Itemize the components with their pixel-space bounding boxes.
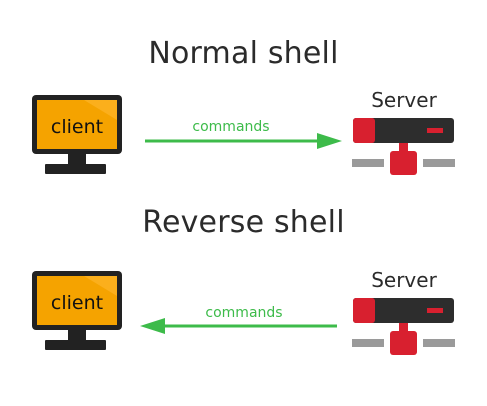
- normal-shell-title: Normal shell: [148, 36, 339, 71]
- server-hub: [390, 331, 417, 355]
- server-red-panel: [353, 118, 375, 143]
- commands-arrow-bottom: commands: [140, 305, 337, 334]
- screen-glare: [84, 276, 117, 296]
- server-top: Server: [352, 88, 455, 175]
- server-red-panel: [353, 298, 375, 323]
- server-stem: [399, 143, 408, 153]
- client-label: client: [51, 116, 103, 138]
- client-computer-bottom: client: [32, 271, 122, 350]
- arrow-head-top: [317, 133, 342, 149]
- server-stem: [399, 323, 408, 333]
- server-net-left: [352, 339, 384, 347]
- monitor-neck: [68, 330, 86, 340]
- server-led: [427, 308, 443, 313]
- server-body: [353, 118, 454, 143]
- server-net-right: [423, 159, 455, 167]
- server-body: [353, 298, 454, 323]
- client-label: client: [51, 292, 103, 314]
- server-label-bottom: Server: [371, 268, 437, 292]
- screen-glare: [84, 100, 117, 120]
- monitor-neck: [68, 154, 86, 164]
- server-hub: [390, 151, 417, 175]
- monitor-base: [45, 164, 106, 174]
- client-computer-top: client: [32, 95, 122, 174]
- server-label-top: Server: [371, 88, 437, 112]
- server-bottom: Server: [352, 268, 455, 355]
- server-net-right: [423, 339, 455, 347]
- server-led: [427, 128, 443, 133]
- monitor-base: [45, 340, 106, 350]
- server-net-left: [352, 159, 384, 167]
- reverse-shell-title: Reverse shell: [142, 205, 345, 240]
- arrow-label-top: commands: [192, 119, 269, 135]
- arrow-label-bottom: commands: [205, 305, 282, 321]
- commands-arrow-top: commands: [145, 119, 342, 149]
- arrow-head-bottom: [140, 318, 165, 334]
